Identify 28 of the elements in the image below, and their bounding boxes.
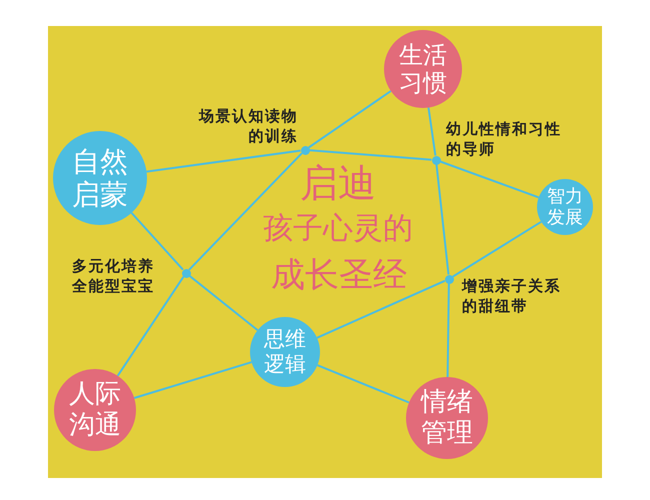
connector-line xyxy=(446,283,450,378)
connector-line xyxy=(309,149,432,161)
annotation-text: 多元化培养全能型宝宝 xyxy=(72,256,156,296)
connector-line xyxy=(146,150,301,173)
connector-line xyxy=(440,160,540,198)
headline-text: 孩子心灵的 xyxy=(263,212,413,245)
connector-line xyxy=(452,220,542,278)
annotation-text: 幼儿性情和习性的导师 xyxy=(446,119,562,159)
connector-line xyxy=(130,212,184,270)
connector-line xyxy=(428,107,436,156)
connector-line xyxy=(316,280,446,339)
topic-label: 人际沟通 xyxy=(69,379,121,441)
annotation-text: 增强亲子关系的甜纽带 xyxy=(462,276,562,316)
connector-line xyxy=(188,275,258,331)
connector-line xyxy=(436,164,450,275)
connector-line xyxy=(317,364,410,404)
connector-line xyxy=(308,90,392,148)
connector-line xyxy=(116,276,184,376)
topic-label: 思维逻辑 xyxy=(264,327,306,377)
topic-label: 智力发展 xyxy=(547,186,583,228)
headline-text: 成长圣经 xyxy=(271,257,407,294)
topic-label: 自然启蒙 xyxy=(72,144,128,212)
connector-line xyxy=(188,152,303,270)
headline-text: 启迪 xyxy=(300,163,376,205)
topic-label: 情绪管理 xyxy=(421,387,473,449)
annotation-text: 场景认知读物的训练 xyxy=(198,106,298,146)
connector-line xyxy=(134,361,252,399)
topic-label: 生活习惯 xyxy=(399,40,447,98)
